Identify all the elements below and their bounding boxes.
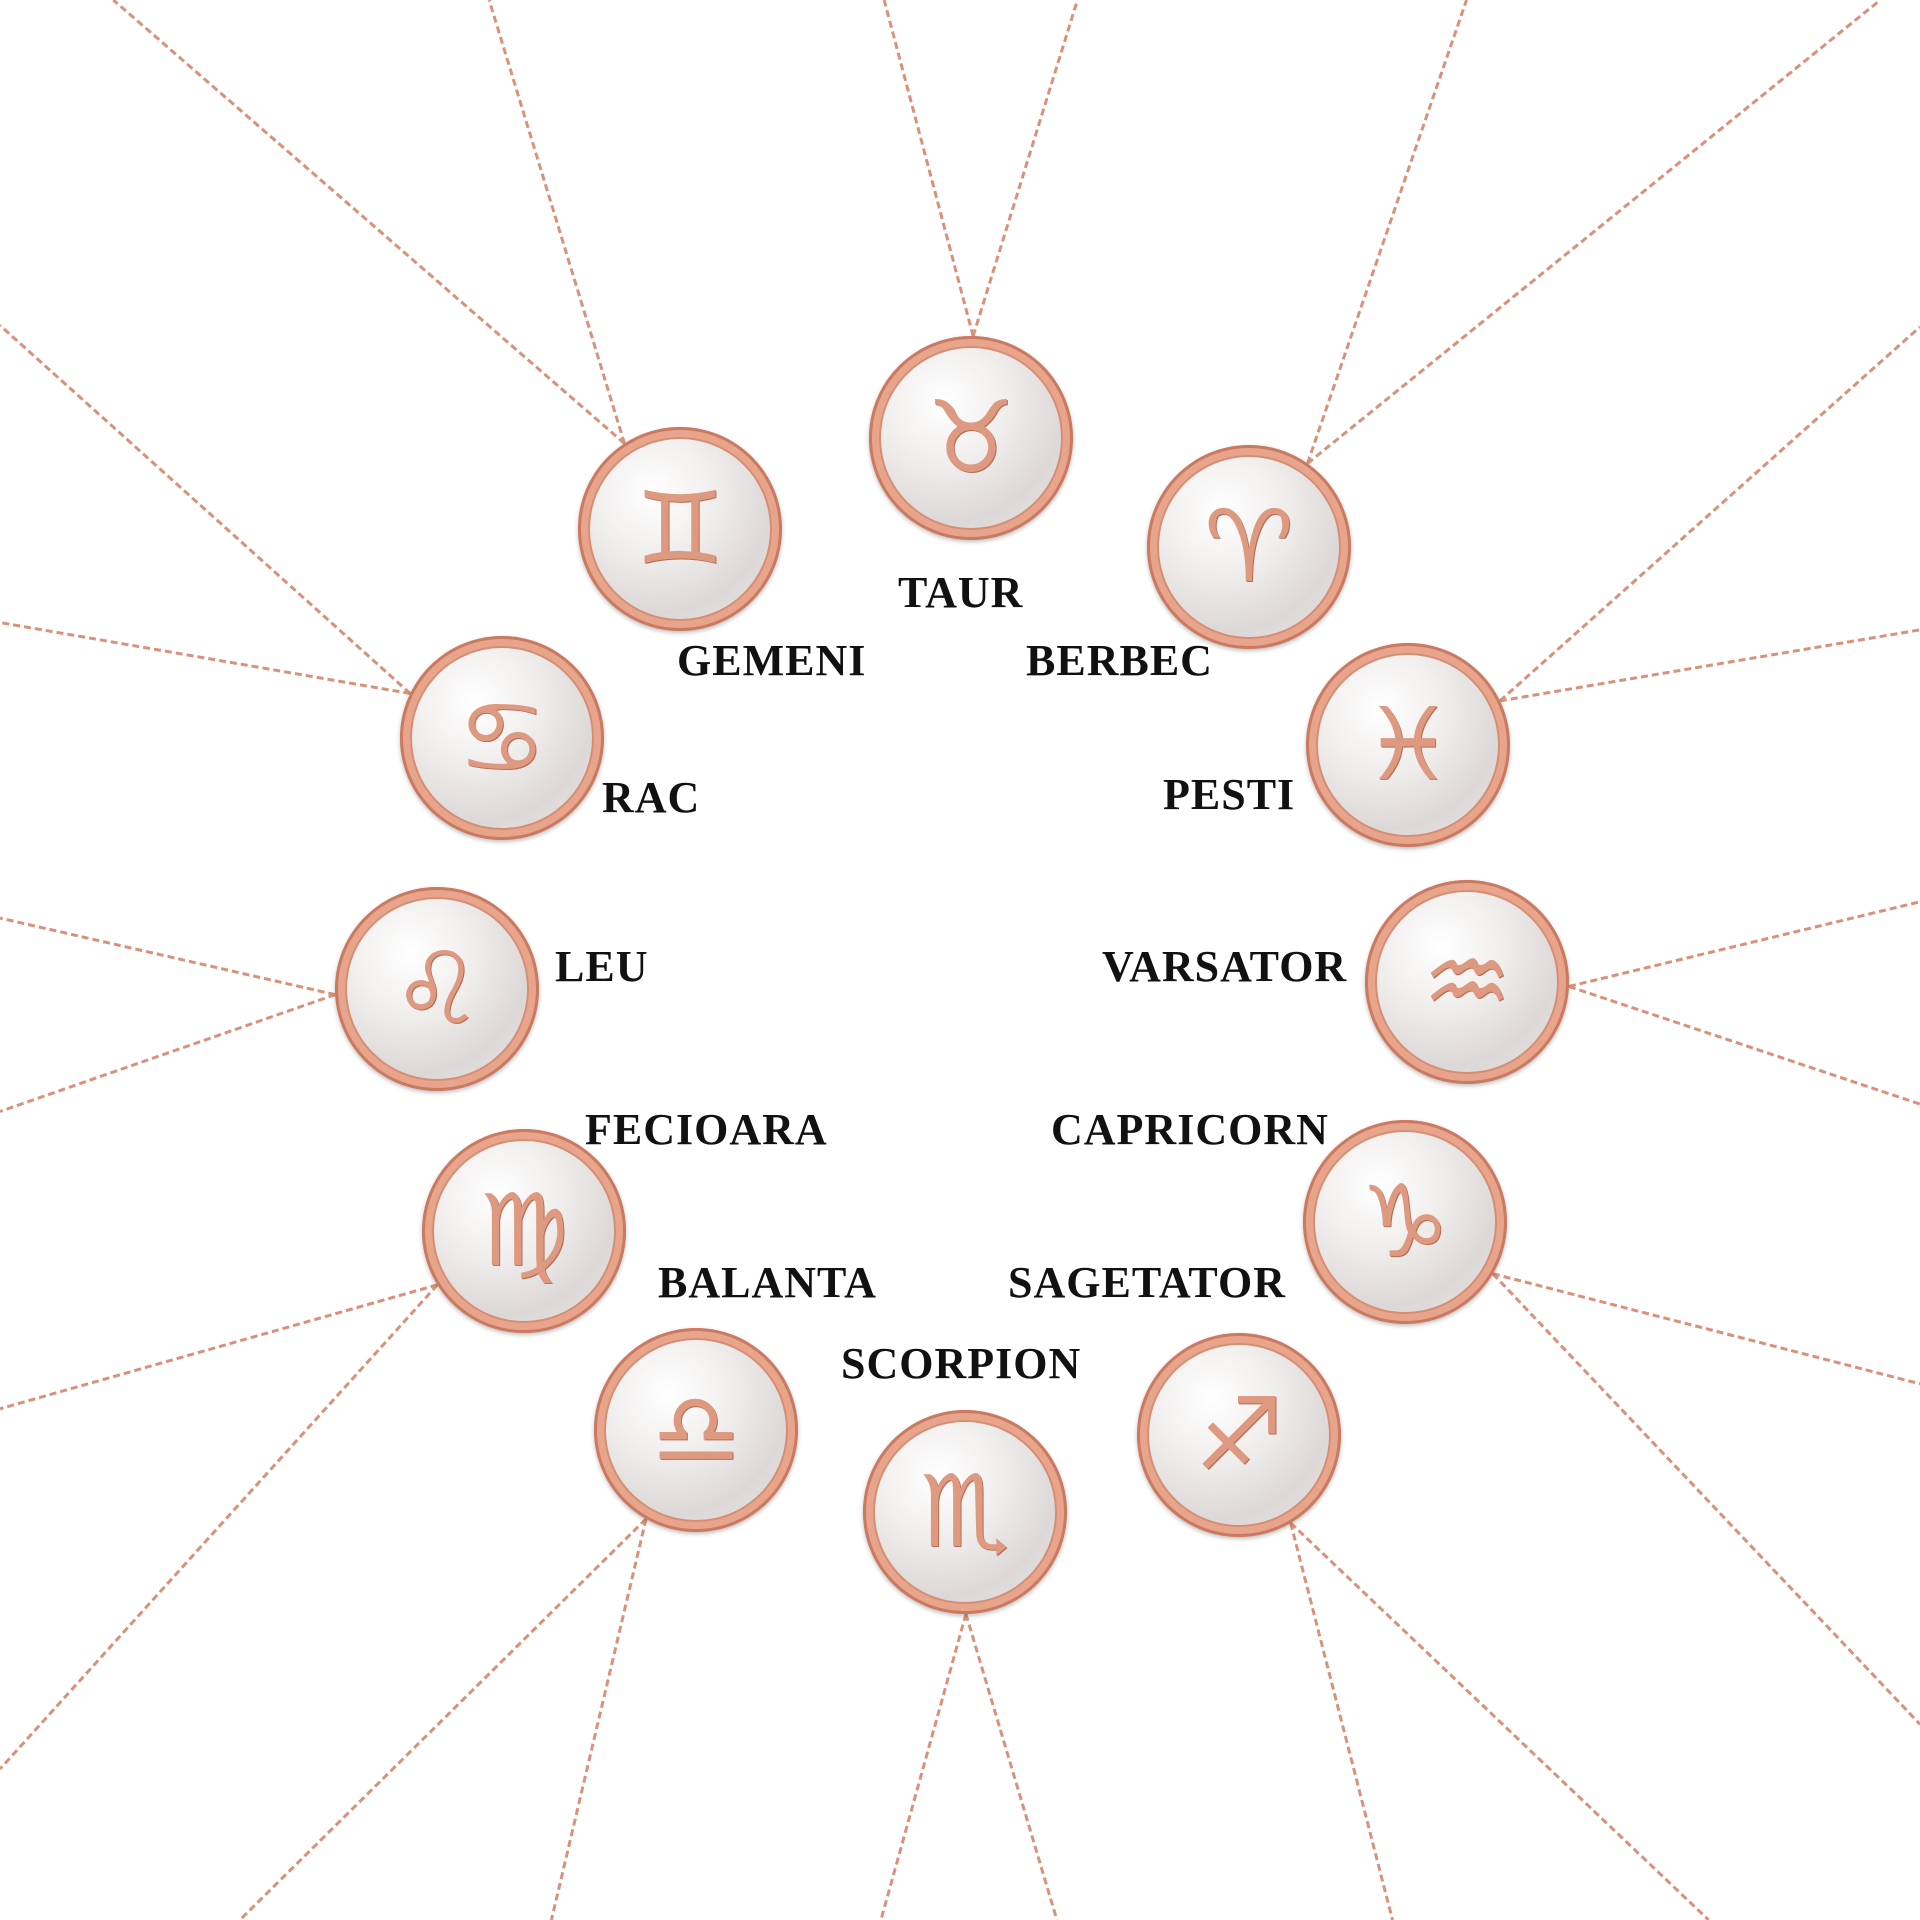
sign-label: SCORPION [841, 1339, 1082, 1388]
mother-of-pearl-face: ♎ [606, 1340, 786, 1520]
pendant-berbec: ♈ [1147, 445, 1351, 649]
pendant-pesti: ♓ [1306, 643, 1510, 847]
mother-of-pearl-face: ♏ [875, 1422, 1055, 1602]
mother-of-pearl-face: ♉ [881, 348, 1061, 528]
sign-label: RAC [602, 773, 701, 822]
sign-label: BALANTA [658, 1258, 877, 1307]
chain-strand [1499, 628, 1920, 703]
chain-strand [112, 0, 626, 445]
mother-of-pearl-face: ♊ [590, 439, 770, 619]
chain-strand [1498, 325, 1920, 702]
mother-of-pearl-face: ♓ [1318, 655, 1498, 835]
chain-strand [882, 0, 975, 337]
sign-label: TAUR [898, 568, 1024, 617]
mother-of-pearl-face: ♌ [347, 899, 527, 1079]
zodiac-berbec-icon: ♈ [1204, 488, 1294, 605]
chain-strand [1289, 1521, 1710, 1920]
zodiac-sagetator-icon: ♐ [1194, 1376, 1284, 1493]
chain-strand [964, 1613, 1059, 1920]
chain-strand [971, 0, 1079, 337]
zodiac-rac-icon: ♋ [457, 679, 547, 796]
chain-strand [0, 916, 336, 997]
sign-label: BERBEC [1026, 636, 1213, 685]
zodiac-fecioara-icon: ♍ [479, 1172, 569, 1289]
chain-strand [1492, 1272, 1920, 1386]
chain-strand [1568, 984, 1920, 1106]
chain-strand [0, 993, 336, 1113]
pendant-fecioara: ♍ [422, 1129, 626, 1333]
pendant-leu: ♌ [335, 887, 539, 1091]
mother-of-pearl-face: ♐ [1149, 1345, 1329, 1525]
pendant-taur: ♉ [869, 336, 1073, 540]
chain-strand [0, 621, 411, 695]
chain-strand [1289, 1522, 1394, 1920]
mother-of-pearl-face: ♒ [1377, 892, 1557, 1072]
pendant-rac: ♋ [400, 636, 604, 840]
chain-strand [1306, 0, 1468, 464]
chain-strand [549, 1518, 648, 1920]
zodiac-scorpion-icon: ♏ [920, 1453, 1010, 1570]
chain-strand [0, 324, 412, 695]
chain-strand [487, 0, 626, 444]
pendant-capricorn: ♑ [1303, 1120, 1507, 1324]
chain-strand [1568, 900, 1920, 988]
zodiac-varsator-icon: ♒ [1422, 923, 1512, 1040]
pendant-sagetator: ♐ [1137, 1333, 1341, 1537]
chain-strand [1491, 1272, 1920, 1726]
sign-label: FECIOARA [585, 1105, 828, 1154]
chain-strand [879, 1613, 968, 1920]
mother-of-pearl-face: ♋ [412, 648, 592, 828]
sign-label: GEMENI [677, 636, 867, 685]
chain-strand [0, 1283, 439, 1771]
chain-strand [0, 1283, 438, 1411]
zodiac-pesti-icon: ♓ [1363, 686, 1453, 803]
sign-label: VARSATOR [1102, 942, 1348, 991]
zodiac-capricorn-icon: ♑ [1360, 1163, 1450, 1280]
pendant-scorpion: ♏ [863, 1410, 1067, 1614]
sign-label: SAGETATOR [1008, 1258, 1286, 1307]
zodiac-leu-icon: ♌ [392, 930, 482, 1047]
zodiac-taur-icon: ♉ [926, 379, 1016, 496]
sign-label: PESTI [1163, 770, 1296, 819]
chain-strand [238, 1517, 648, 1920]
zodiac-balanta-icon: ♎ [651, 1371, 741, 1488]
pendant-balanta: ♎ [594, 1328, 798, 1532]
pendant-gemeni: ♊ [578, 427, 782, 631]
sign-label: CAPRICORN [1051, 1105, 1329, 1154]
mother-of-pearl-face: ♑ [1315, 1132, 1495, 1312]
sign-label: LEU [555, 942, 649, 991]
mother-of-pearl-face: ♍ [434, 1141, 614, 1321]
zodiac-gemeni-icon: ♊ [635, 470, 725, 587]
pendant-varsator: ♒ [1365, 880, 1569, 1084]
chain-strand [1306, 0, 1882, 465]
mother-of-pearl-face: ♈ [1159, 457, 1339, 637]
